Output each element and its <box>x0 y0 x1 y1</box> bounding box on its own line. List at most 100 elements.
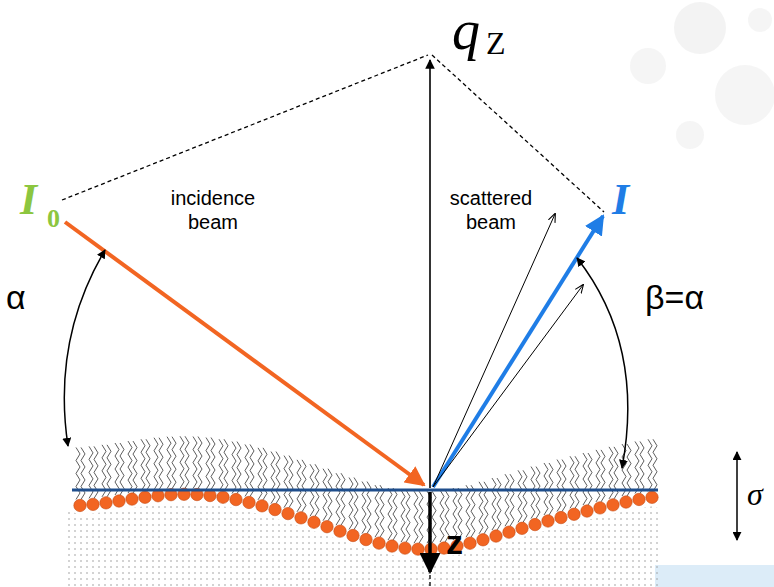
bubble <box>674 2 726 54</box>
substrate-region <box>66 503 658 587</box>
lipid-head <box>555 511 567 523</box>
lipid-tail <box>167 437 176 489</box>
lipid-head <box>464 537 476 549</box>
lipid-head <box>295 512 307 524</box>
lipid-tail <box>323 469 332 521</box>
lipid-tail <box>271 452 280 504</box>
lipid-tail <box>193 437 202 489</box>
lipid-head <box>308 516 320 528</box>
lipid-tail <box>76 447 85 499</box>
scattered-ray <box>433 214 555 487</box>
intensity-symbol: I <box>612 178 629 222</box>
lipid-head <box>230 493 242 505</box>
lipid-tail <box>492 478 501 530</box>
lipid-tail <box>401 490 410 542</box>
lipid-tail <box>128 441 137 493</box>
lipid-head <box>399 542 411 554</box>
bubble <box>676 121 704 149</box>
lipid-tail <box>557 460 566 512</box>
lipid-tail <box>596 450 605 502</box>
lipid-tail <box>232 442 241 494</box>
lipid-head <box>386 540 398 552</box>
lipid-head <box>581 505 593 517</box>
qz-vector <box>429 60 431 488</box>
roughness-label: σ <box>747 478 763 510</box>
lipid-head <box>113 495 125 507</box>
dashed-line <box>429 575 430 587</box>
lipid-tail <box>154 438 163 490</box>
lipid-tail <box>258 448 267 500</box>
lipid-tail <box>466 485 475 537</box>
lipid-head <box>373 537 385 549</box>
lipid-head <box>321 521 333 533</box>
lipid-head <box>100 497 112 509</box>
z-axis-arrow <box>428 492 432 572</box>
lipid-head <box>139 491 151 503</box>
lipid-head <box>256 500 268 512</box>
bubble <box>630 48 666 84</box>
beam-caption: incidence beam <box>158 186 268 234</box>
roughness-arrow <box>736 452 738 540</box>
lipid-head <box>620 496 632 508</box>
lipid-head <box>360 533 372 545</box>
lipid-head <box>347 529 359 541</box>
construction-lines <box>62 55 604 587</box>
axis-label: z <box>446 525 463 559</box>
lipid-head <box>243 496 255 508</box>
scattered-ray <box>433 285 583 487</box>
lipid-head <box>503 526 515 538</box>
lipid-tail <box>115 443 124 495</box>
lipid-head <box>646 491 658 503</box>
lipid-tail <box>388 488 397 540</box>
lipid-tail <box>219 439 228 491</box>
lipid-head <box>87 498 99 510</box>
intensity-subscript: 0 <box>47 206 60 232</box>
lipid-head <box>594 502 606 514</box>
lipid-layer <box>74 436 658 555</box>
lipid-head <box>74 499 86 511</box>
lipid-tail <box>336 473 345 525</box>
lipid-tail <box>297 460 306 512</box>
lipid-tail <box>284 456 293 508</box>
angle-label: β=α <box>645 280 704 314</box>
angle-label: α <box>6 280 26 314</box>
lipid-head <box>217 491 229 503</box>
reflected-beam <box>433 216 603 487</box>
dashed-line <box>62 55 428 200</box>
intensity-symbol: I <box>20 178 37 222</box>
lipid-head <box>542 515 554 527</box>
lipid-tail <box>375 485 384 537</box>
lipid-head <box>477 534 489 546</box>
lipid-tail <box>583 453 592 505</box>
beam-caption: scattered beam <box>436 186 546 234</box>
lipid-tail <box>414 491 423 543</box>
background-bubbles <box>630 2 774 149</box>
lipid-tail <box>635 441 644 493</box>
lipid-head <box>334 525 346 537</box>
lipid-tail <box>141 439 150 491</box>
lipid-head <box>412 543 424 555</box>
lipid-tail <box>349 478 358 530</box>
lipid-head <box>516 522 528 534</box>
angle-arc <box>64 250 105 446</box>
vector-subscript: Z <box>486 27 506 59</box>
surface-line <box>72 489 658 492</box>
lipid-tail <box>622 444 631 496</box>
incident-beam <box>65 222 424 485</box>
lipid-tail <box>570 456 579 508</box>
lipid-head <box>269 503 281 515</box>
lipid-head <box>633 493 645 505</box>
lipid-tail <box>180 436 189 488</box>
lipid-head <box>568 508 580 520</box>
lipid-tail <box>648 439 657 491</box>
lipid-head <box>126 493 138 505</box>
corner-band <box>655 565 774 587</box>
lipid-tail <box>206 438 215 490</box>
lipid-head <box>607 499 619 511</box>
angle-arc <box>577 258 628 468</box>
bubble <box>748 8 772 32</box>
lipid-head <box>490 530 502 542</box>
lipid-head <box>282 507 294 519</box>
vector-symbol: q <box>452 2 480 58</box>
lipid-tail <box>505 474 514 526</box>
